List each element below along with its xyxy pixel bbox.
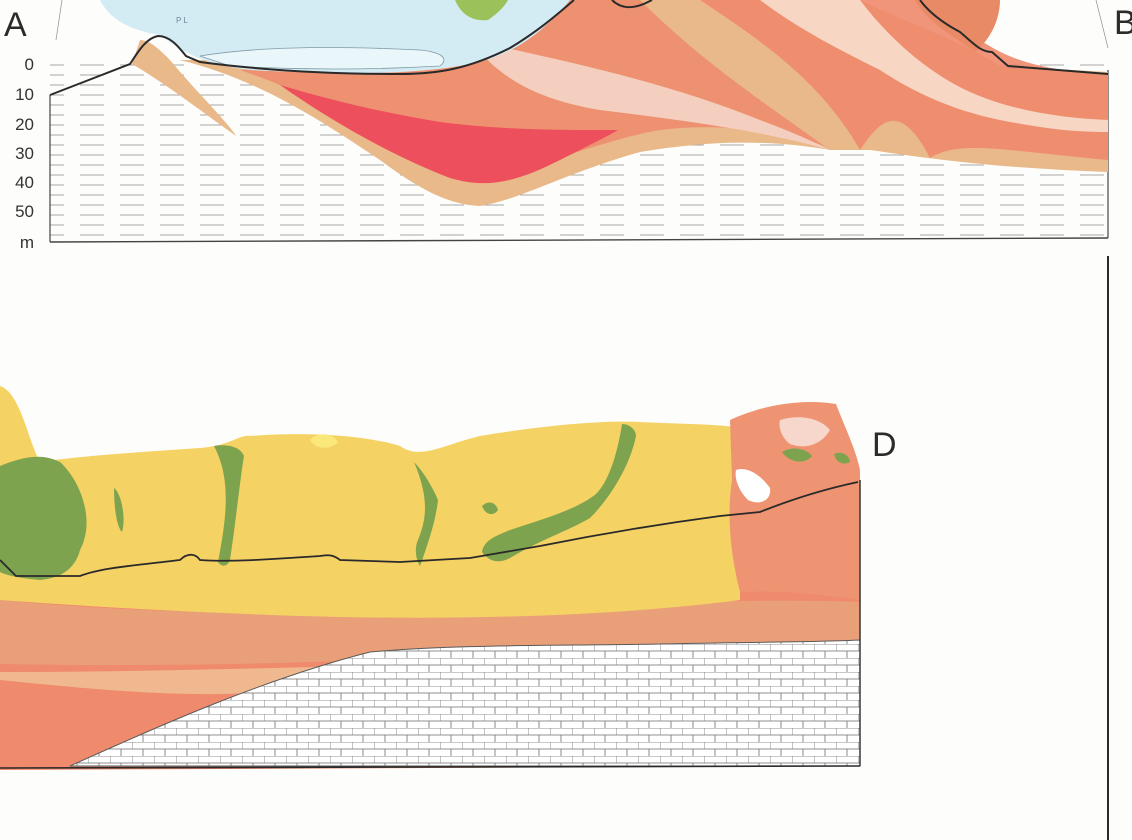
section-cd [0, 386, 860, 770]
section-ab-perspective-guide-right [1096, 0, 1108, 48]
section-cd-yellow-unit [0, 386, 740, 618]
depth-tick-label: 20 [0, 116, 34, 133]
inset-marker-label: P L [176, 16, 188, 25]
depth-tick-label: 40 [0, 174, 34, 191]
section-ab-perspective-guide-left [56, 0, 62, 40]
section-ab-end-label: B [1114, 6, 1132, 40]
section-cd-end-label: D [872, 428, 897, 462]
depth-tick-label: 10 [0, 86, 34, 103]
depth-tick-label: 50 [0, 203, 34, 220]
section-ab-start-label: A [4, 8, 27, 42]
depth-tick-label: 30 [0, 145, 34, 162]
depth-tick-label: 0 [0, 56, 34, 73]
section-ab [50, 0, 1108, 242]
depth-unit-label: m [0, 234, 34, 251]
